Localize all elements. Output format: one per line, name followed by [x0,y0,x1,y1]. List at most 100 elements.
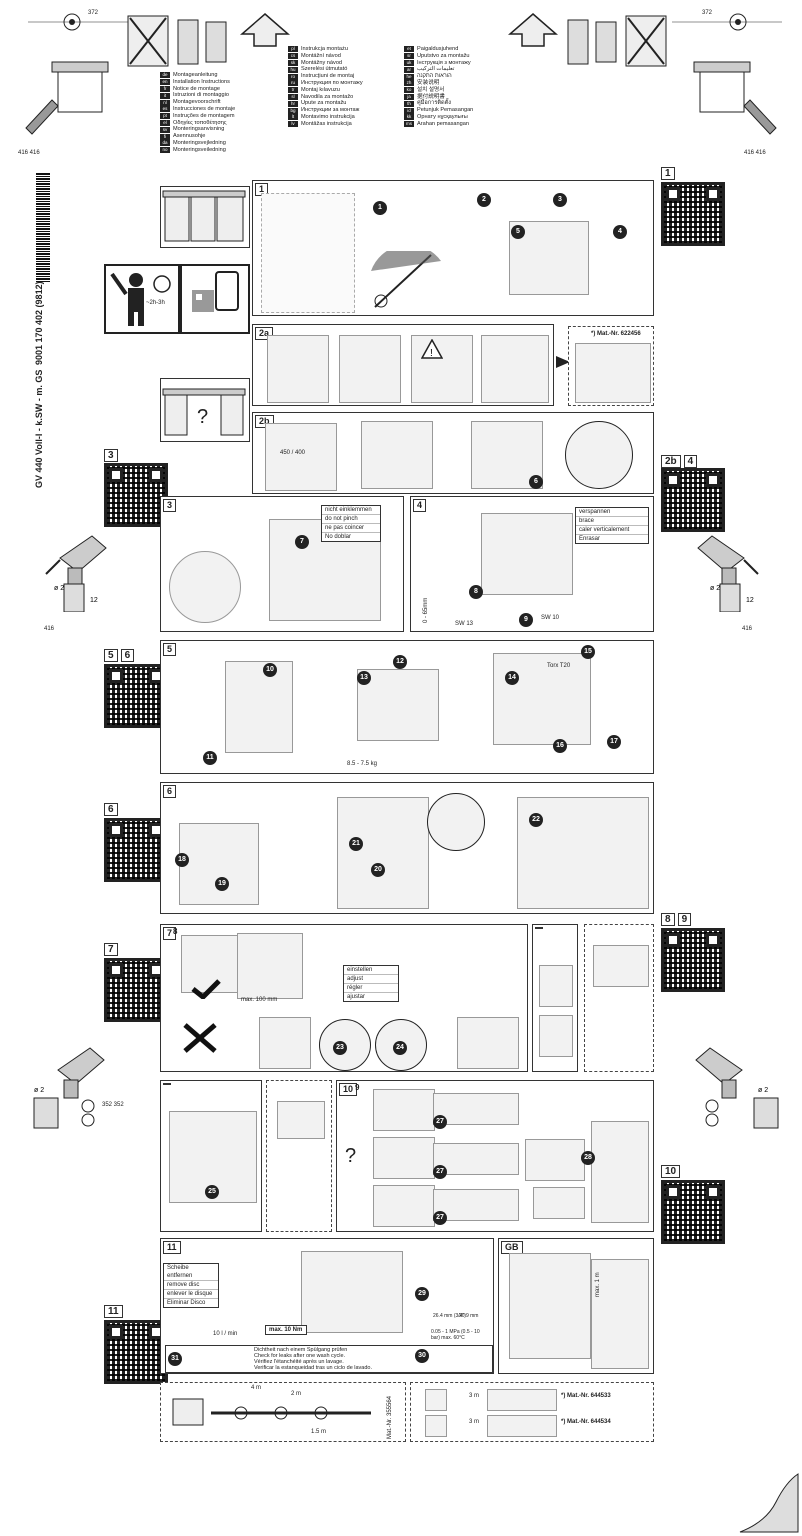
qr-label-3: 3 [104,449,121,462]
section-number: 5 [163,643,177,656]
qr-code-8-9[interactable] [661,928,725,992]
top-dimension-left: 372 [28,10,128,32]
hose-20: 20.9 mm [459,1313,479,1319]
socket-icon-2 [425,1415,447,1437]
step-7-badge: 7 [295,535,309,549]
qr-code-2b-4[interactable] [661,468,725,532]
drill-right-top: ø 2 12 [694,528,774,617]
strip-sketch-1 [433,1093,519,1125]
panel-0-cabinet [160,186,250,248]
pinch-es: No doblar [325,534,352,540]
door-close-sketch [457,1017,519,1069]
qr-code-1[interactable] [661,182,725,246]
adjust-sketch-1 [259,1017,311,1069]
step-31-badge: 31 [168,1352,182,1366]
step-16-badge: 16 [553,739,567,753]
disc-fr: enlever le disque [164,1290,218,1299]
qr-code-3[interactable] [104,463,168,527]
install-time: ~2h-3h [146,300,165,306]
svg-text:ø 2: ø 2 [710,585,720,592]
height-range: 0 - 65mm [423,597,429,623]
qr-code-11[interactable] [104,1320,168,1384]
dim-416-416-left: 416 416 [18,150,40,156]
bracket-sketch-1 [539,965,573,1007]
mat-644533: *) Mat.-Nr. 644533 [561,1393,611,1399]
barcode [36,172,50,282]
step-3-badge: 3 [553,193,567,207]
step-27b-badge: 27 [433,1165,447,1179]
len-2m: 2 m [291,1391,302,1397]
qr-label-1: 1 [661,167,678,180]
dim-372-right: 372 [702,10,713,16]
drill-left-top: ø 2 12 [30,528,110,617]
flow-rate: 10 l / min [213,1331,238,1337]
sw10-label: SW 10 [541,615,560,621]
panel-step-10-9: 10 9 ? 27 27 27 28 [336,1080,654,1232]
niche-sketch-4 [481,335,549,403]
step-18-badge: 18 [175,853,189,867]
tools-icon: ~2h-3h [104,264,180,334]
panel-step-6: 6 18 19 20 21 22 [160,782,654,914]
niche-sketch-2 [339,335,401,403]
pencil-mark-right [690,56,780,141]
question-mark: ? [345,1145,357,1167]
cabinet-option-1 [373,1089,435,1131]
panel-step-mount: 25 [160,1080,262,1232]
cabinet-edge-crossed-right [560,12,678,68]
brace-de: verspannen [576,508,648,517]
pinch-de: nicht einklemmen [322,506,380,515]
side-install-sketch [591,1121,649,1223]
section-number: 11 [163,1241,181,1254]
adjust-es: ajustar [347,994,366,1000]
step-14-badge: 14 [505,671,519,685]
svg-text:ø 2: ø 2 [54,585,64,592]
svg-text:!: ! [430,348,433,359]
svg-text:12: 12 [746,597,754,604]
disc-label: Scheibe entfernen remove disc enlever le… [163,1263,219,1308]
step-21-badge: 21 [349,837,363,851]
cabinet-option-3 [373,1185,435,1227]
qr-code-10[interactable] [661,1180,725,1244]
section-number: 6 [163,785,177,798]
qr-code-5-6[interactable] [104,664,168,728]
qr-code-6[interactable] [104,818,168,882]
sw13-label: SW 13 [455,621,474,627]
page-curl-icon [739,1473,799,1533]
sub-number-8: 8 [173,927,178,936]
leak-check-box: 31 Dichtheit nach einem Spülgang prüfen … [165,1345,493,1373]
parts-list [261,193,355,313]
door-gap-sketch [181,935,243,993]
hose-sketch [172,1398,371,1426]
panel-step-7-8: 7 8 max. 100 mm einstellen adjust régler… [160,924,528,1072]
step-2-badge: 2 [477,193,491,207]
step-12-badge: 12 [393,655,407,669]
bracket-sketch-2 [539,1015,573,1057]
panel-step-5: 5 8.5 - 7.5 kg Torx T20 10 11 12 13 14 1… [160,640,654,774]
brace-label: verspannen brace caler verticalement Enr… [575,507,649,544]
cabinet-edge-crossed-left [118,12,236,68]
panel-step-3: 3 7 nicht einklemmen do not pinch ne pas… [160,496,404,632]
qr-code-7[interactable] [104,958,168,1022]
adjust-en: adjust [344,975,398,984]
panel-step-2b: 2b 450 / 400 6 [252,412,654,494]
dim-416-right: 416 [742,626,753,632]
strip-sketch-2 [433,1143,519,1175]
brace-en: brace [576,517,648,526]
sink-dim-sketch: 450 / 400 [265,423,337,491]
cabinet-opening-question: ? [160,378,250,442]
toe-kick-sketch [179,823,259,905]
